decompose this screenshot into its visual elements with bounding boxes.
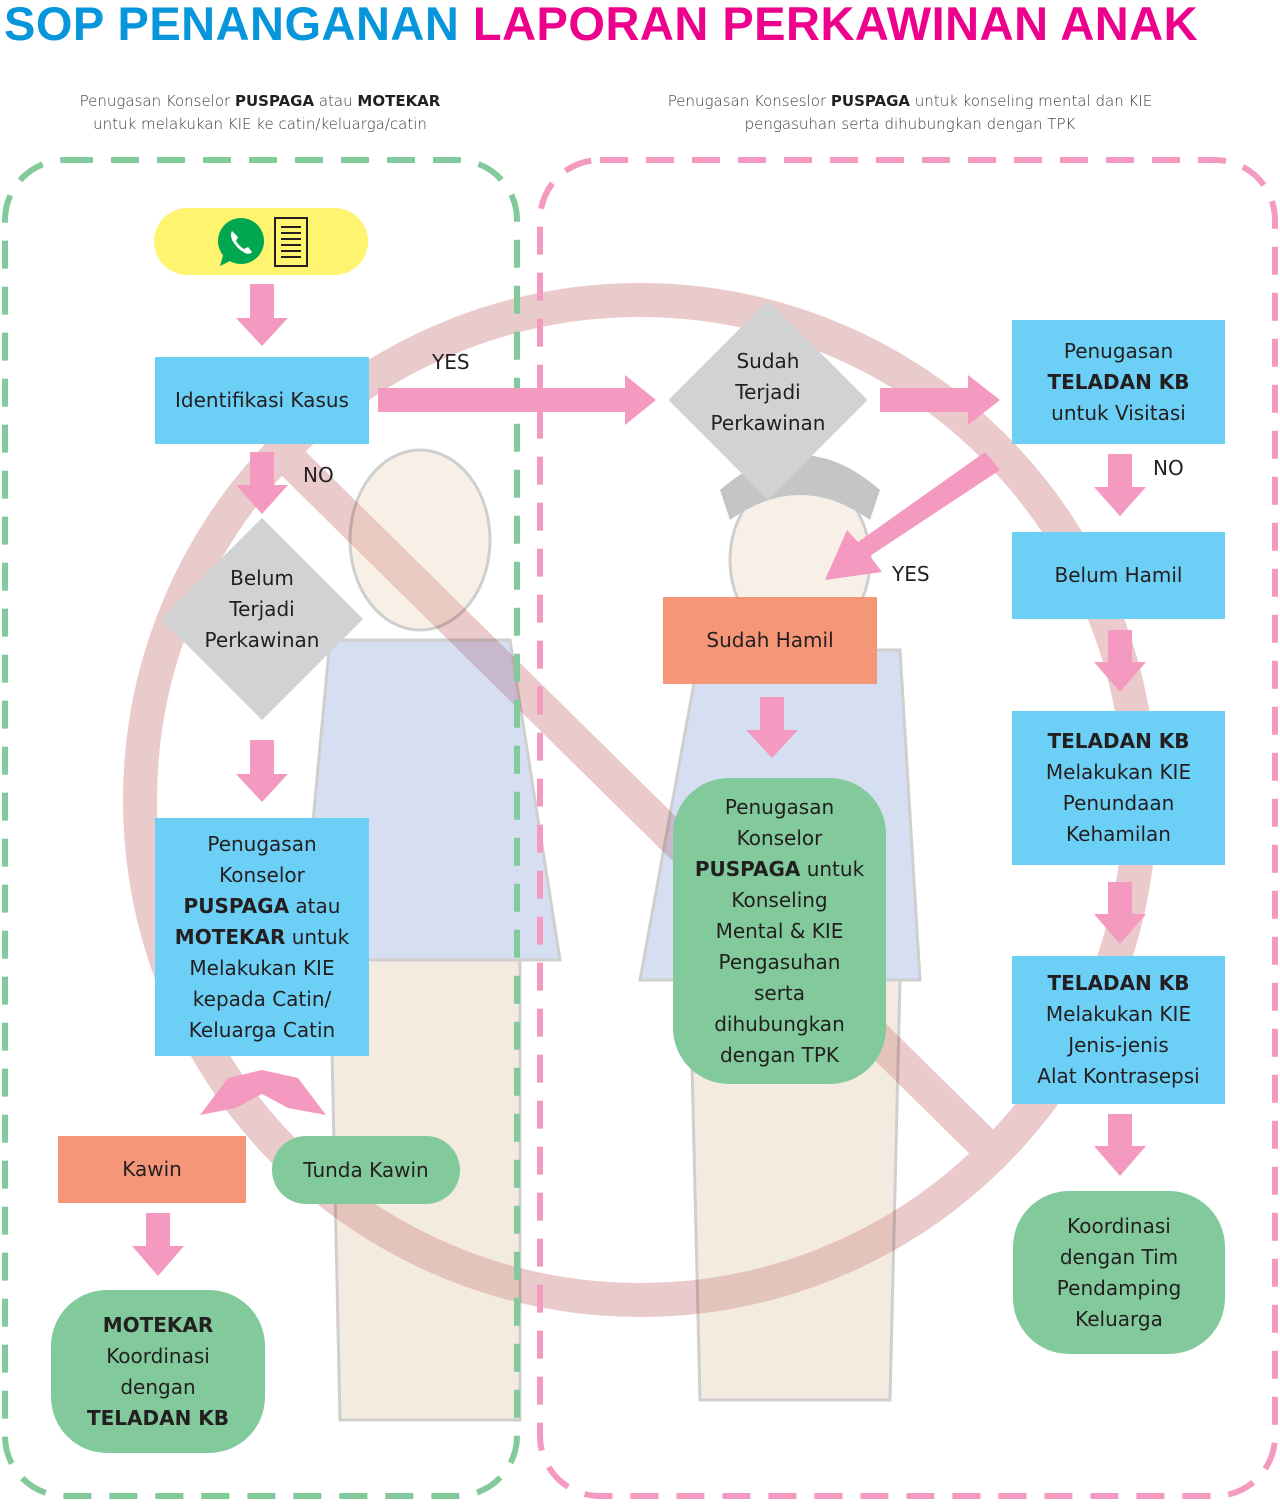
caption-bold: PUSPAGA xyxy=(830,92,911,110)
arrow-penundaan-to-kontrasepsi xyxy=(1094,882,1146,944)
node-label-bold: PUSPAGA xyxy=(183,893,290,918)
node-label: Terjadi xyxy=(735,379,801,404)
arrow-teladan-no xyxy=(1094,454,1146,516)
arrow-sudah-hamil-to-puspaga xyxy=(746,697,798,758)
arrow-belum-hamil-to-penundaan xyxy=(1094,630,1146,692)
node-sudah-hamil: Sudah Hamil xyxy=(663,597,877,684)
node-label-bold: MOTEKAR xyxy=(174,924,286,949)
node-label-bold: TELADAN KB xyxy=(1047,729,1190,753)
caption-text: atau xyxy=(314,92,358,110)
node-label: Melakukan KIE xyxy=(1045,1002,1192,1026)
node-label: Penugasan xyxy=(724,794,835,819)
node-label: Sudah xyxy=(736,348,800,373)
report-channel-start xyxy=(154,208,368,275)
node-label-bold: MOTEKAR xyxy=(102,1312,214,1337)
node-label: Mental & KIE xyxy=(715,918,844,943)
node-label: Melakukan KIE xyxy=(1045,760,1192,784)
node-label: Konselor xyxy=(736,825,823,850)
node-tunda-kawin: Tunda Kawin xyxy=(272,1136,460,1204)
node-label: untuk Visitasi xyxy=(1051,400,1186,425)
node-label: Identifikasi Kasus xyxy=(175,388,349,412)
node-label: serta xyxy=(753,980,806,1005)
node-teladan-kb-penundaan-kehamilan: TELADAN KB Melakukan KIE Penundaan Keham… xyxy=(1012,711,1225,865)
node-label: Perkawinan xyxy=(710,410,826,435)
node-label: dengan TPK xyxy=(719,1042,840,1067)
title-part-1: SOP PENANGANAN xyxy=(4,0,460,50)
caption-text: untuk melakukan KIE ke catin/keluarga/ca… xyxy=(93,115,427,133)
node-penugasan-teladan-kb-visitasi: Penugasan TELADAN KB untuk Visitasi xyxy=(1012,320,1225,444)
node-motekar-koordinasi-teladan: MOTEKAR Koordinasi dengan TELADAN KB xyxy=(51,1290,265,1453)
node-label: atau xyxy=(289,893,341,918)
node-label: Koordinasi xyxy=(1067,1213,1171,1238)
caption-text: untuk konseling mental dan KIE xyxy=(910,92,1153,110)
right-section-caption: Penugasan Konseslor PUSPAGA untuk konsel… xyxy=(610,90,1210,136)
arrow-penugasan-split xyxy=(200,1070,326,1115)
node-label: Konseling xyxy=(731,887,828,912)
node-label-bold: TELADAN KB xyxy=(1047,971,1190,995)
node-label: Alat Kontrasepsi xyxy=(1037,1064,1200,1088)
node-penugasan-konselor-puspaga-tpk: Penugasan Konselor PUSPAGA untuk Konseli… xyxy=(673,778,886,1084)
node-label: Melakukan KIE xyxy=(189,955,335,980)
node-label: Kehamilan xyxy=(1066,822,1171,846)
node-label: Tunda Kawin xyxy=(303,1157,429,1182)
node-label-bold: TELADAN KB xyxy=(86,1405,230,1430)
left-section-caption: Penugasan Konselor PUSPAGA atau MOTEKAR … xyxy=(40,90,480,136)
node-label: Pengasuhan xyxy=(718,949,841,974)
node-label: kepada Catin/ xyxy=(192,986,332,1011)
node-label: Penundaan xyxy=(1062,791,1175,815)
caption-text: pengasuhan serta dihubungkan dengan TPK xyxy=(744,115,1076,133)
edge-label-no: NO xyxy=(1153,456,1184,480)
node-label: Penugasan xyxy=(1063,338,1174,363)
node-label: Koordinasi xyxy=(106,1343,210,1368)
arrow-identifikasi-yes xyxy=(378,375,656,425)
arrow-sudah-terjadi-to-teladan xyxy=(880,375,1000,425)
node-label: Sudah Hamil xyxy=(706,628,834,652)
node-koordinasi-tim-pendamping-keluarga: Koordinasi dengan Tim Pendamping Keluarg… xyxy=(1013,1191,1225,1354)
node-belum-hamil: Belum Hamil xyxy=(1012,532,1225,619)
caption-bold: MOTEKAR xyxy=(357,92,441,110)
node-label: dihubungkan xyxy=(714,1011,845,1036)
node-label: Penugasan xyxy=(207,831,317,856)
node-label: Perkawinan xyxy=(204,627,320,652)
node-teladan-kb-alat-kontrasepsi: TELADAN KB Melakukan KIE Jenis-jenis Ala… xyxy=(1012,956,1225,1104)
node-label: Kawin xyxy=(122,1157,182,1181)
edge-label-yes: YES xyxy=(892,562,930,586)
caption-text: Penugasan Konseslor xyxy=(667,92,831,110)
decision-belum-terjadi-perkawinan: Belum Terjadi Perkawinan xyxy=(160,512,364,726)
arrow-kontrasepsi-to-koordinasi xyxy=(1094,1114,1146,1176)
caption-text: Penugasan Konselor xyxy=(79,92,235,110)
arrow-start-to-identifikasi xyxy=(236,284,288,346)
right-section-border xyxy=(537,157,1278,1499)
decision-sudah-terjadi-perkawinan: Sudah Terjadi Perkawinan xyxy=(668,300,868,500)
node-label: untuk xyxy=(800,856,865,881)
whatsapp-icon xyxy=(218,217,264,266)
arrow-belum-to-penugasan xyxy=(236,740,288,802)
arrow-identifikasi-no xyxy=(236,452,288,514)
page-title: SOP PENANGANAN LAPORAN PERKAWINAN ANAK xyxy=(4,0,1198,54)
node-label-bold: TELADAN KB xyxy=(1047,369,1190,394)
node-identifikasi-kasus: Identifikasi Kasus xyxy=(155,357,369,444)
node-label: Keluarga xyxy=(1075,1306,1163,1331)
node-label: Terjadi xyxy=(229,596,295,621)
arrow-sudah-terjadi-yes xyxy=(825,452,1000,580)
node-label-bold: PUSPAGA xyxy=(694,856,801,881)
edge-label-no: NO xyxy=(303,463,334,487)
node-label: Keluarga Catin xyxy=(188,1017,336,1042)
node-label: Pendamping xyxy=(1056,1275,1182,1300)
node-label: Jenis-jenis xyxy=(1068,1033,1169,1057)
node-kawin: Kawin xyxy=(58,1136,246,1203)
node-label: dengan Tim xyxy=(1059,1244,1179,1269)
node-label: dengan xyxy=(120,1374,196,1399)
node-label: untuk xyxy=(285,924,350,949)
node-label: Belum Hamil xyxy=(1054,563,1183,587)
edge-label-yes: YES xyxy=(432,350,470,374)
arrow-kawin-to-motekar xyxy=(132,1213,184,1276)
document-icon xyxy=(274,216,308,267)
title-part-2: LAPORAN PERKAWINAN ANAK xyxy=(472,0,1199,50)
left-section-border xyxy=(2,157,520,1499)
node-penugasan-konselor-puspaga-motekar: Penugasan Konselor PUSPAGA atau MOTEKAR … xyxy=(155,818,369,1056)
node-label: Belum xyxy=(230,565,294,590)
caption-bold: PUSPAGA xyxy=(234,92,315,110)
node-label: Konselor xyxy=(219,862,305,887)
